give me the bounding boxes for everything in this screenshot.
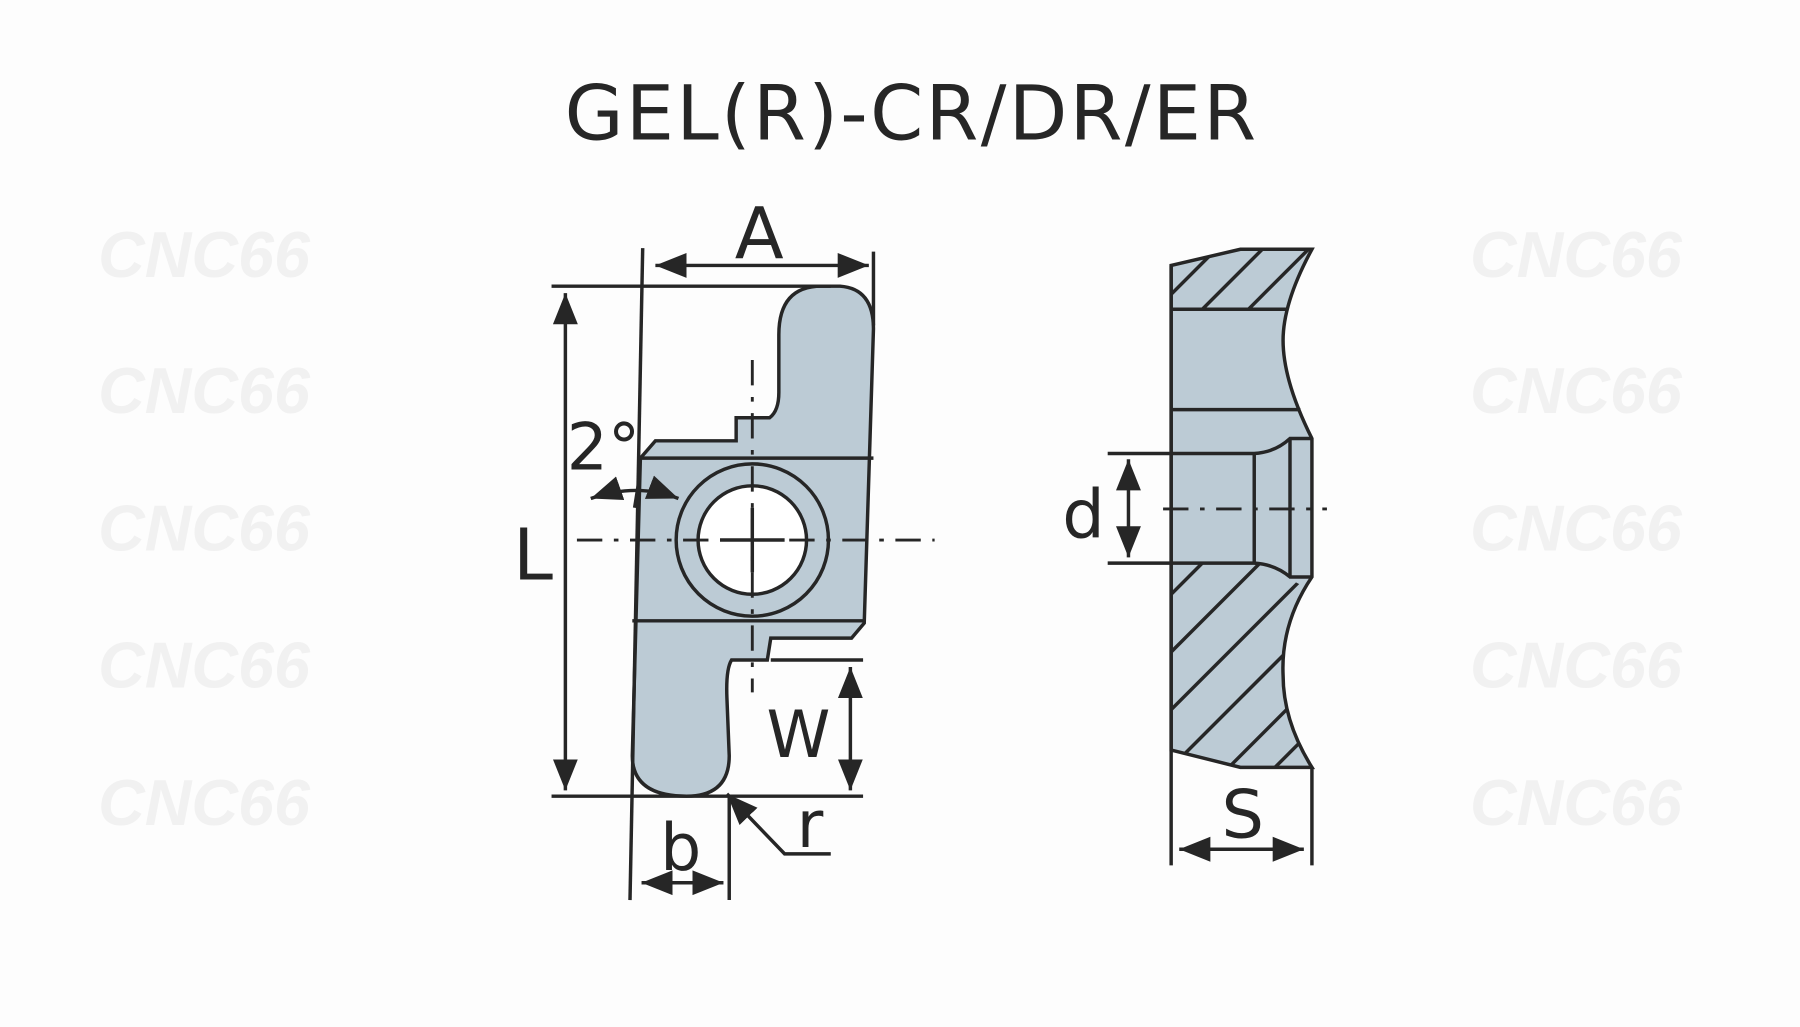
watermark-text: CNC66 <box>98 492 311 564</box>
insert-front-view <box>576 284 935 798</box>
watermark-text: CNC66 <box>98 219 311 291</box>
insert-side-section-view <box>1107 247 1327 866</box>
watermark-text: CNC66 <box>1470 492 1683 564</box>
dimension-lines <box>551 248 876 901</box>
dimension-label-r: r <box>797 788 824 863</box>
watermark-text: CNC66 <box>1470 355 1683 427</box>
watermark-text: CNC66 <box>98 630 311 702</box>
dimension-label-S: S <box>1221 776 1263 854</box>
watermark-grid: CNC66CNC66CNC66CNC66CNC66CNC66CNC66CNC66… <box>98 219 1683 839</box>
drawing-title: GEL(R)-CR/DR/ER <box>565 69 1259 158</box>
watermark-text: CNC66 <box>1470 219 1683 291</box>
dimension-label-A: A <box>735 193 784 276</box>
dimension-label-W: W <box>767 698 831 773</box>
dimension-label-b: b <box>660 811 701 886</box>
watermark-text: CNC66 <box>98 767 311 839</box>
watermark-text: CNC66 <box>1470 630 1683 702</box>
watermark-text: CNC66 <box>1470 767 1683 839</box>
dimension-label-L: L <box>513 513 553 596</box>
watermark-text: CNC66 <box>98 355 311 427</box>
dimension-label-angle: 2° <box>567 411 640 486</box>
dimension-label-d: d <box>1062 476 1104 554</box>
